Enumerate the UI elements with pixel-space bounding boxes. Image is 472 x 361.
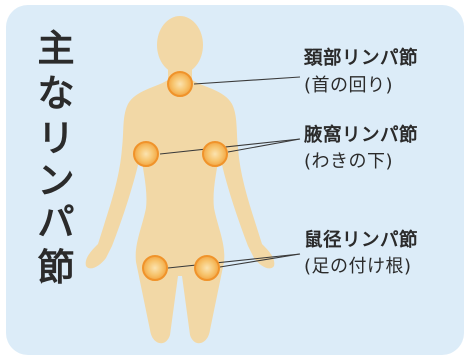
groin-node-right [195, 256, 219, 280]
title-char: パ [30, 204, 82, 241]
title-char: ン [30, 162, 82, 199]
title-char: な [30, 75, 82, 112]
title-char: 節 [30, 249, 82, 286]
axilla-lymph-label: 腋窩リンパ節 [304, 127, 418, 146]
title-char: リ [30, 120, 82, 157]
axilla-lymph-sublabel: (わきの下) [304, 153, 393, 171]
groin-lymph-sublabel: (足の付け根) [304, 258, 412, 276]
groin-node-left [143, 256, 167, 280]
groin-lymph-label: 鼠径リンパ節 [304, 232, 418, 251]
neck-lymph-label: 頚部リンパ節 [304, 50, 418, 69]
neck-node [168, 72, 192, 96]
axilla-node-left [134, 142, 158, 166]
body-silhouette [86, 16, 275, 343]
neck-lymph-sublabel: (首の回り) [304, 77, 393, 95]
axilla-node-right [203, 142, 227, 166]
title-char: 主 [30, 30, 82, 67]
neck-leader-line [194, 77, 300, 84]
